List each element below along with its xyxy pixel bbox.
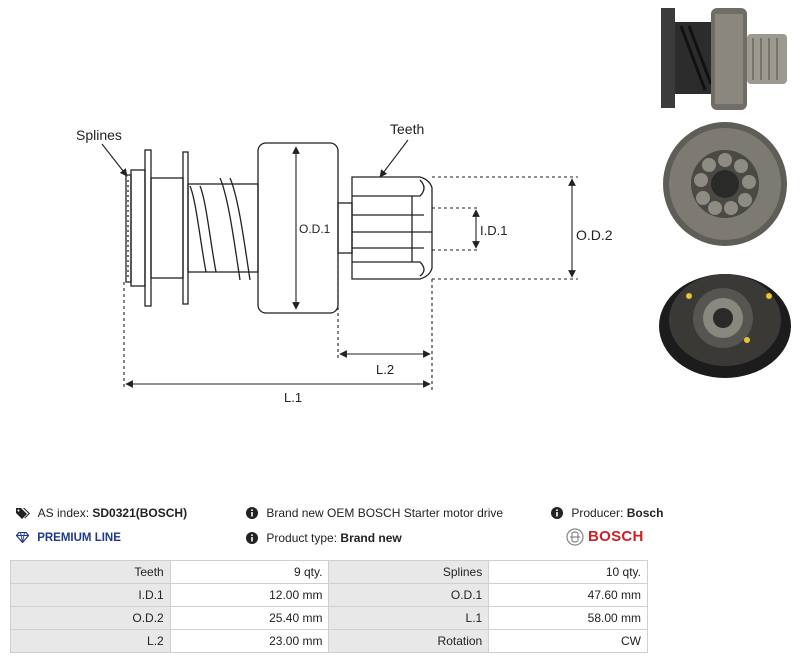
premium-line: PREMIUM LINE	[16, 531, 121, 545]
description-text: Brand new OEM BOSCH Starter motor drive	[266, 506, 504, 520]
diamond-icon	[16, 532, 29, 543]
spec-value: CW	[488, 629, 648, 653]
producer: Producer: Bosch	[551, 506, 663, 520]
technical-drawing: Splines Teeth O.D.1 I.D.1 O.D.2 L.2 L.1	[76, 121, 613, 405]
spec-value: 58.00 mm	[488, 606, 648, 630]
as-index-value: SD0321(BOSCH)	[92, 506, 188, 520]
table-row: I.D.1 12.00 mm O.D.1 47.60 mm	[10, 583, 648, 607]
spec-value: 25.40 mm	[169, 606, 330, 630]
spec-key: O.D.1	[328, 583, 490, 607]
product-type-label: Product type:	[266, 531, 338, 545]
bosch-armature-icon	[566, 528, 584, 546]
label-teeth: Teeth	[390, 121, 424, 137]
label-l1: L.1	[284, 390, 302, 405]
spec-key: Splines	[328, 560, 490, 584]
tags-icon	[16, 508, 30, 519]
spec-key: O.D.2	[10, 606, 171, 630]
premium-line-label: PREMIUM LINE	[37, 532, 121, 544]
spec-key: L.2	[10, 629, 171, 653]
spec-table: Teeth 9 qty. Splines 10 qty. I.D.1 12.00…	[10, 560, 648, 653]
label-od1: O.D.1	[299, 222, 331, 236]
as-index-label: AS index:	[37, 506, 90, 520]
product-photo-side	[661, 8, 787, 110]
spec-key: I.D.1	[10, 583, 171, 607]
info-circle-icon	[246, 507, 258, 519]
info-circle-icon	[551, 507, 563, 519]
product-type: Product type: Brand new	[246, 531, 402, 545]
brand-logo: BOSCH	[566, 528, 644, 548]
spec-key: L.1	[328, 606, 490, 630]
as-index: AS index: SD0321(BOSCH)	[16, 506, 187, 520]
spec-value: 47.60 mm	[488, 583, 648, 607]
spec-value: 23.00 mm	[169, 629, 330, 653]
table-row: O.D.2 25.40 mm L.1 58.00 mm	[10, 606, 648, 630]
spec-value: 10 qty.	[488, 560, 648, 584]
label-l2: L.2	[376, 362, 394, 377]
label-od2: O.D.2	[576, 227, 613, 243]
spec-key: Teeth	[10, 560, 171, 584]
table-row: Teeth 9 qty. Splines 10 qty.	[10, 560, 648, 584]
label-splines: Splines	[76, 127, 122, 143]
spec-value: 12.00 mm	[169, 583, 330, 607]
brand-logo-text: BOSCH	[588, 528, 644, 545]
table-row: L.2 23.00 mm Rotation CW	[10, 629, 648, 653]
info-circle-icon	[246, 532, 258, 544]
spec-key: Rotation	[328, 629, 490, 653]
product-type-value: Brand new	[340, 531, 402, 545]
producer-label: Producer:	[571, 506, 624, 520]
description: Brand new OEM BOSCH Starter motor drive	[246, 506, 503, 520]
product-photo-rear	[659, 274, 791, 378]
producer-value: Bosch	[626, 506, 664, 520]
spec-value: 9 qty.	[169, 560, 330, 584]
product-photo-front	[663, 122, 787, 246]
label-id1: I.D.1	[480, 223, 507, 238]
